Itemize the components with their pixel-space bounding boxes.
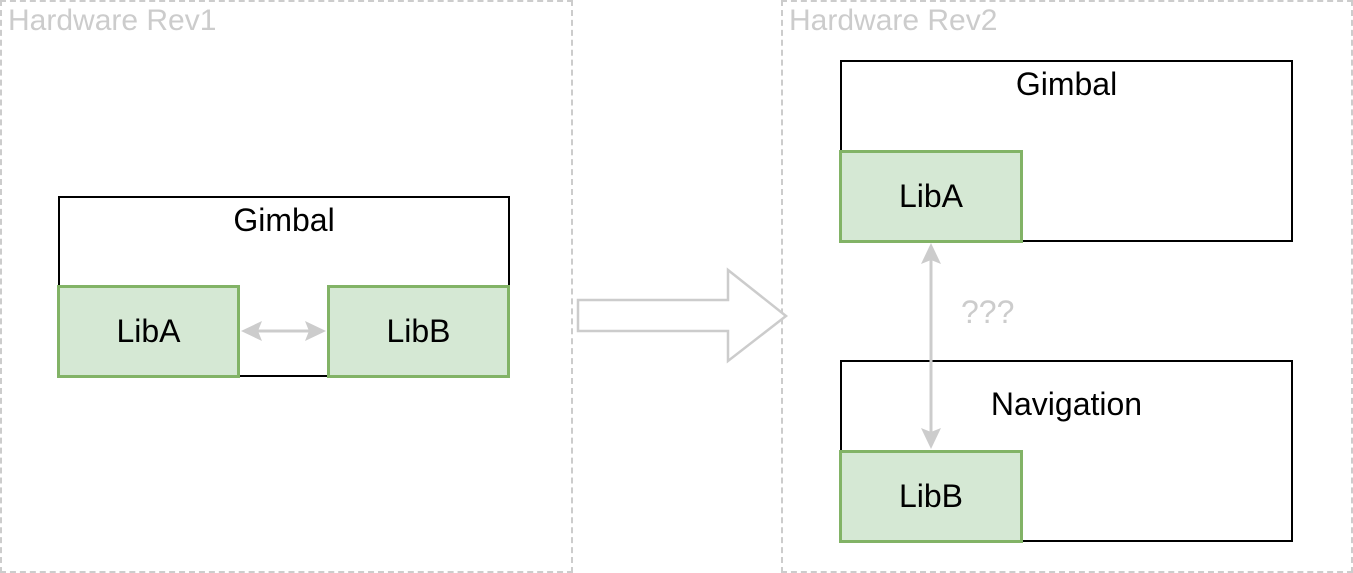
rev2-liba-label: LibA bbox=[898, 178, 964, 214]
rev1-libb-label: LibB bbox=[386, 313, 451, 349]
rev1-liba-label: LibA bbox=[116, 313, 181, 349]
hardware-rev1-title: Hardware Rev1 bbox=[8, 4, 217, 37]
rev2-link-question-label: ??? bbox=[961, 294, 1015, 330]
rev2-navigation-title: Navigation bbox=[990, 386, 1143, 422]
rev2-libb-box: LibB bbox=[839, 450, 1023, 543]
rev1-liba-box: LibA bbox=[57, 285, 240, 378]
transition-arrow bbox=[576, 267, 789, 364]
rev1-libb-box: LibB bbox=[327, 285, 510, 378]
rev2-liba-box: LibA bbox=[839, 150, 1023, 243]
hardware-rev2-title: Hardware Rev2 bbox=[789, 4, 998, 37]
rev2-gimbal-title: Gimbal bbox=[1015, 66, 1118, 102]
hardware-rev2-region: Hardware Rev2 bbox=[781, 0, 1353, 573]
hardware-rev1-region: Hardware Rev1 bbox=[0, 0, 573, 573]
rev1-gimbal-title: Gimbal bbox=[233, 202, 335, 238]
rev2-lib-link-arrow bbox=[921, 243, 941, 449]
rev2-libb-label: LibB bbox=[898, 478, 964, 514]
rev1-lib-link-arrow bbox=[241, 321, 326, 341]
